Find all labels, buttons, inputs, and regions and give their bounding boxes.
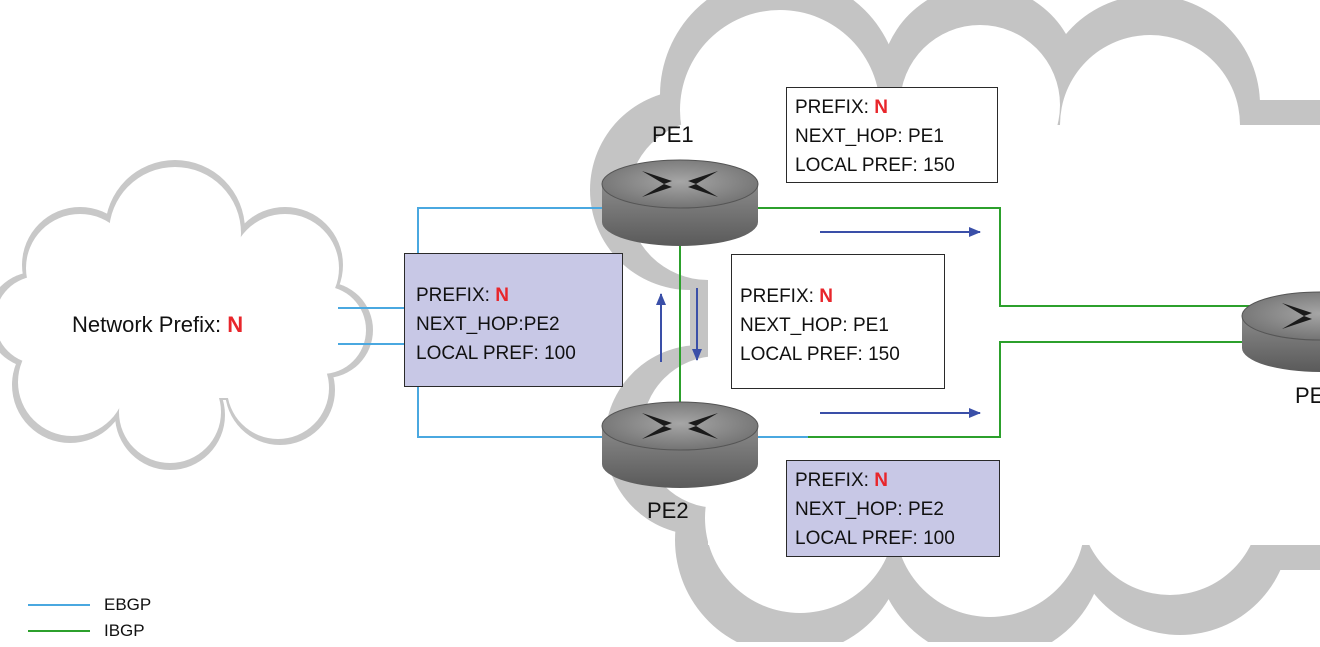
route-box-middle: PREFIX: N NEXT_HOP: PE1 LOCAL PREF: 150: [731, 254, 945, 389]
route-box-left-local-pref: LOCAL PREF: 100: [416, 343, 576, 364]
legend-label-ebgp: EBGP: [104, 595, 152, 614]
route-box-middle-local-pref: LOCAL PREF: 150: [740, 344, 900, 365]
advertisement-arrows: [656, 227, 981, 418]
router-pe2-icon: [601, 401, 759, 488]
legend-item-ebgp: EBGP: [28, 594, 151, 616]
route-box-left-next-hop: NEXT_HOP:PE2: [416, 314, 560, 335]
legend-item-ibgp: IBGP: [28, 620, 145, 642]
route-box-bottom-right: PREFIX: N NEXT_HOP: PE2 LOCAL PREF: 100: [786, 460, 1000, 557]
route-box-bottom-right-prefix: PREFIX: N: [795, 470, 888, 491]
router-pe2-label: PE2: [647, 498, 689, 523]
ibgp-link-pe1-pe3: [758, 207, 1250, 307]
route-box-top-right-local-pref: LOCAL PREF: 150: [795, 155, 955, 176]
route-box-bottom-right-next-hop: NEXT_HOP: PE2: [795, 499, 944, 520]
ebgp-link-pe2-lower: [338, 343, 602, 438]
route-box-middle-prefix: PREFIX: N: [740, 286, 833, 307]
legend-swatch-ibgp: [28, 630, 90, 632]
legend-label-ibgp: IBGP: [104, 621, 145, 640]
route-box-top-right-prefix: PREFIX: N: [795, 97, 888, 118]
route-box-left: PREFIX: N NEXT_HOP:PE2 LOCAL PREF: 100: [404, 253, 623, 387]
ibgp-links: [679, 207, 1250, 438]
network-prefix-value: N: [227, 312, 244, 337]
router-pe1-label: PE1: [652, 122, 694, 147]
network-prefix-text: Network Prefix:: [72, 312, 228, 337]
route-box-bottom-right-local-pref: LOCAL PREF: 100: [795, 528, 955, 549]
customer-cloud: [0, 160, 373, 470]
router-pe3-icon: [1241, 291, 1320, 372]
network-prefix-label: Network Prefix: N: [72, 312, 243, 338]
route-box-top-right: PREFIX: N NEXT_HOP: PE1 LOCAL PREF: 150: [786, 87, 998, 183]
route-box-left-prefix: PREFIX: N: [416, 285, 509, 306]
router-pe3-label: PE: [1295, 383, 1320, 408]
route-box-middle-next-hop: NEXT_HOP: PE1: [740, 315, 889, 336]
router-pe1-icon: [601, 159, 759, 246]
legend-swatch-ebgp: [28, 604, 90, 606]
route-box-top-right-next-hop: NEXT_HOP: PE1: [795, 126, 944, 147]
ibgp-link-pe2-pe3: [808, 341, 1250, 438]
